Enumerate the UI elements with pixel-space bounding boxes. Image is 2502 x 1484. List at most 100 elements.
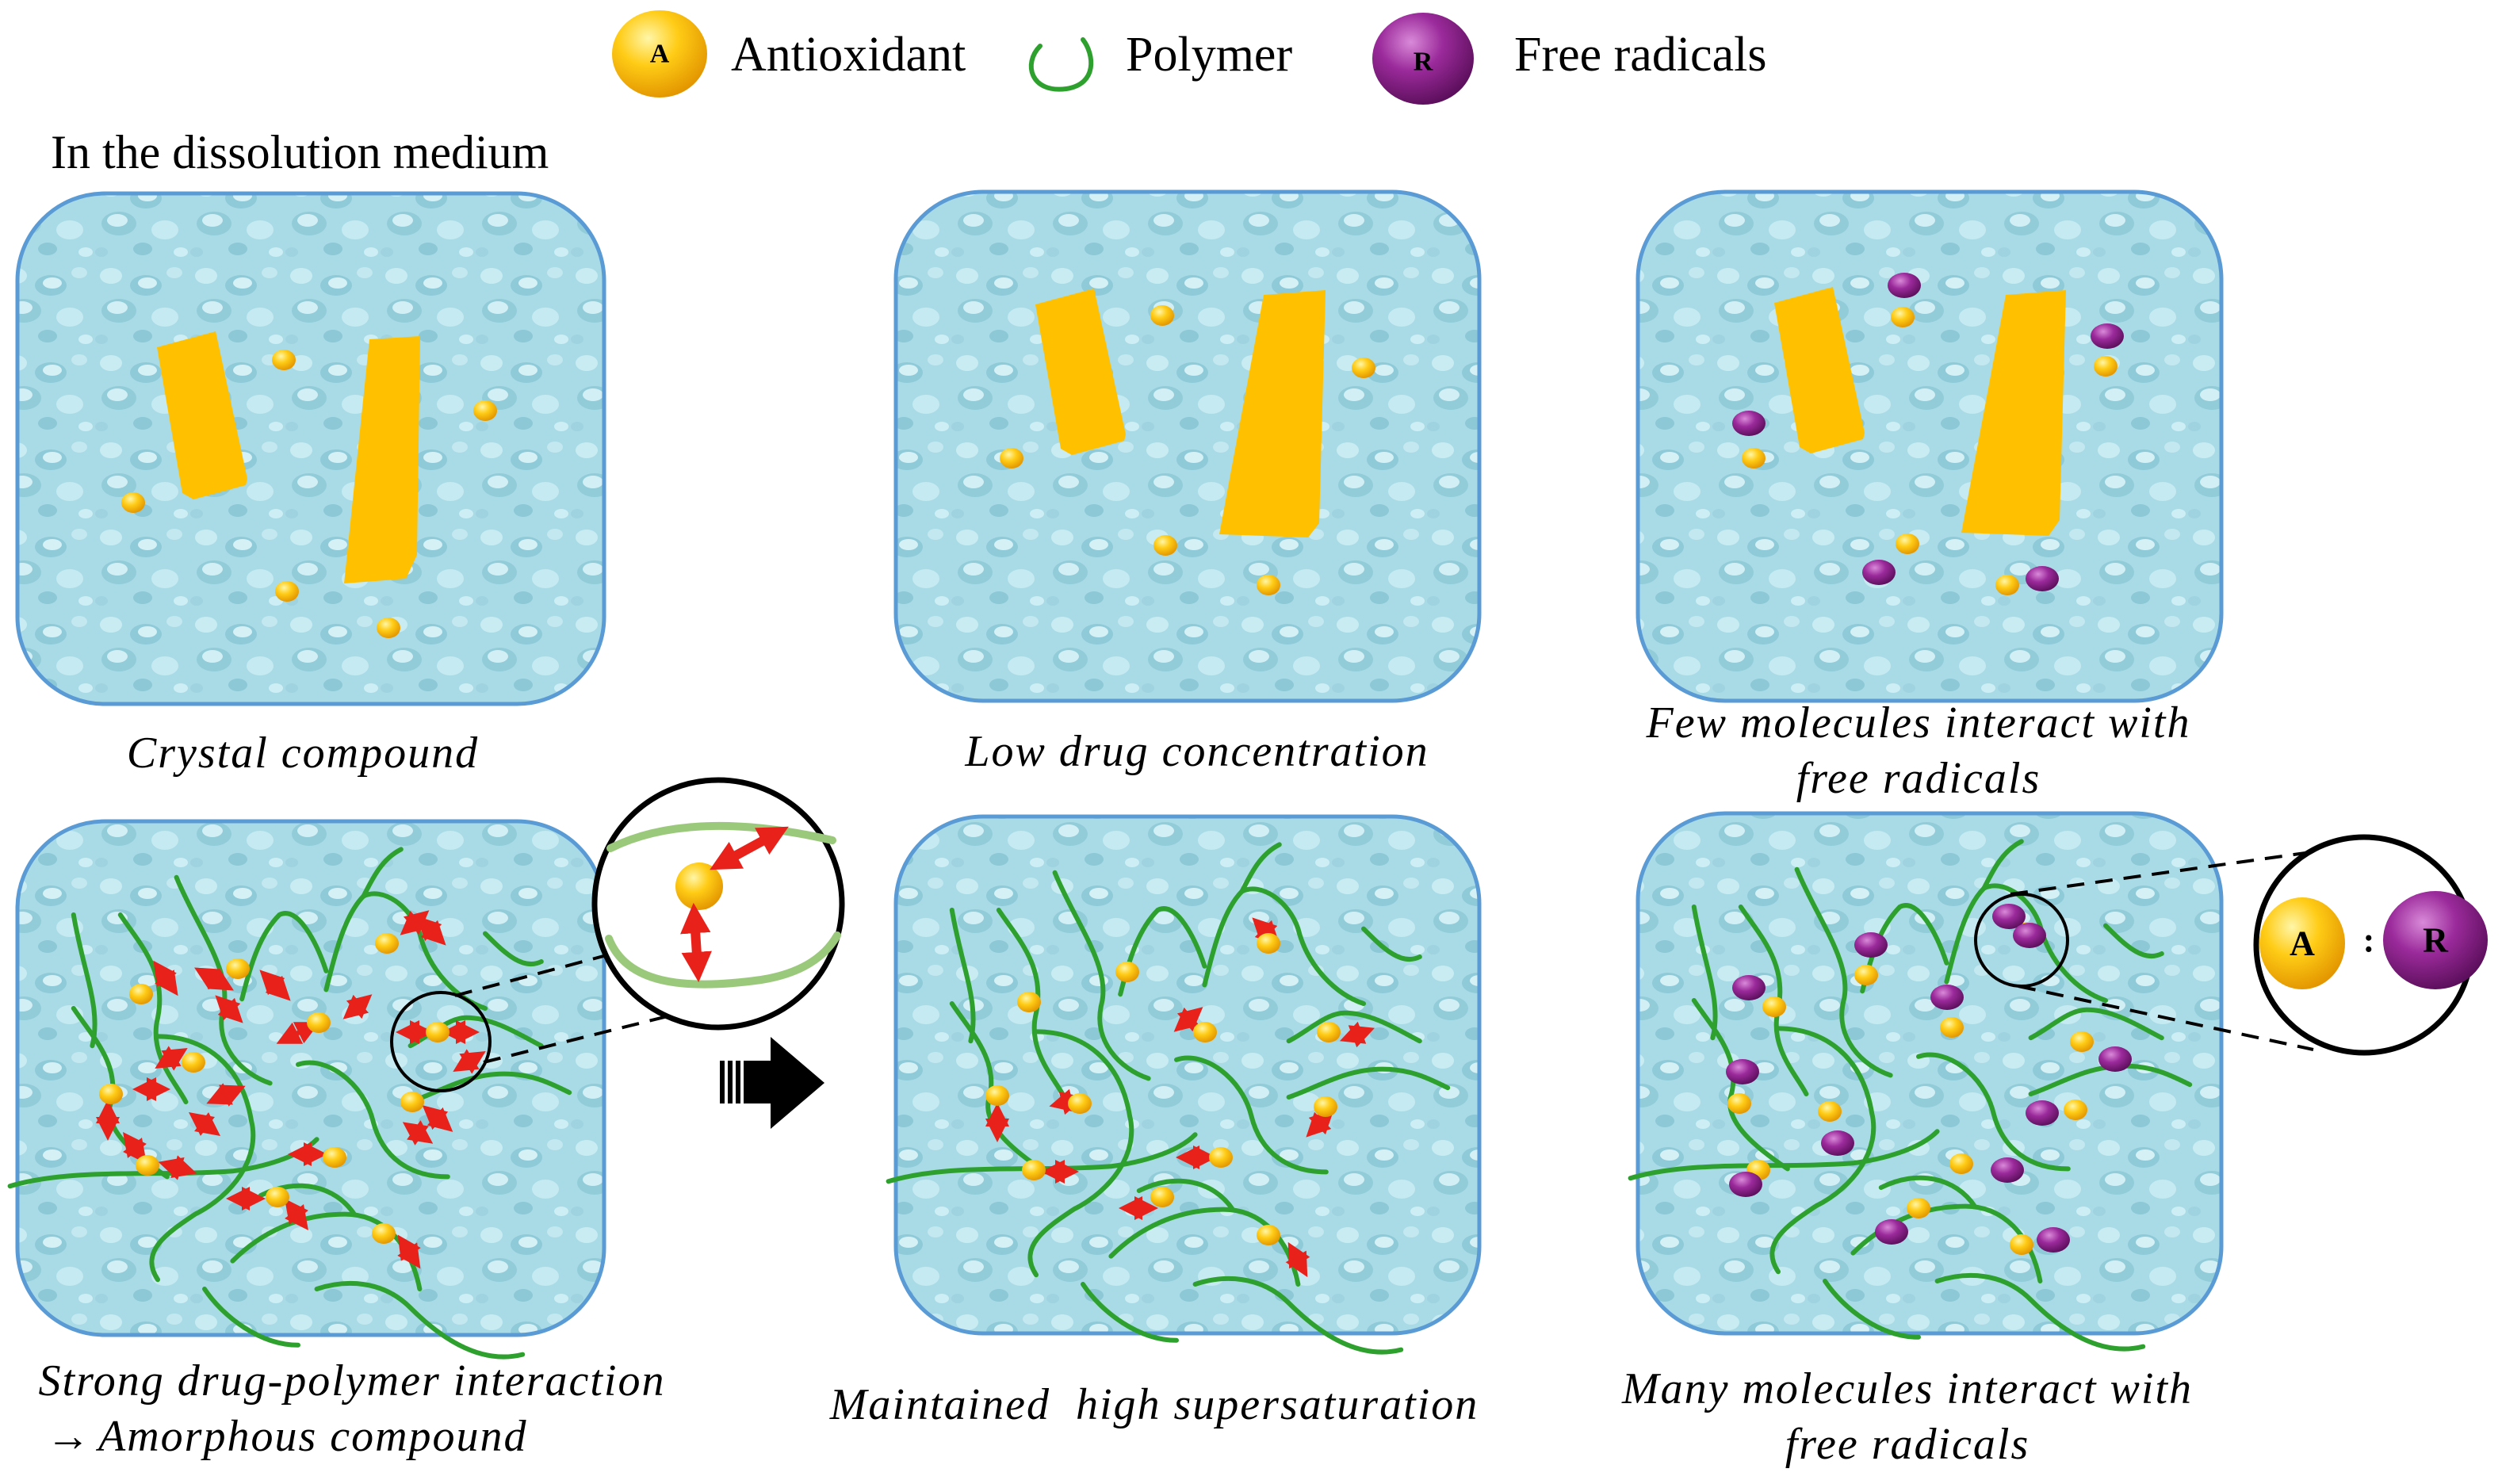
radical-legend-symbol: R bbox=[1414, 48, 1433, 77]
zoom-guide-line bbox=[483, 1010, 687, 1064]
antioxidant-molecule bbox=[136, 1155, 159, 1176]
antioxidant-molecule bbox=[182, 1052, 205, 1073]
interaction-arrow bbox=[1306, 1109, 1334, 1138]
legend-antioxidant: A Antioxidant bbox=[612, 10, 966, 98]
polymer-strand bbox=[1860, 903, 1949, 994]
polymer-legend-icon bbox=[1028, 37, 1094, 92]
page-heading: In the dissolution medium bbox=[51, 126, 549, 178]
interaction-arrow bbox=[158, 1155, 197, 1180]
antioxidant-molecule bbox=[1153, 535, 1177, 556]
antioxidant-molecule bbox=[2064, 1100, 2087, 1120]
interaction-arrows-layer bbox=[96, 910, 1375, 1278]
polymer-strand bbox=[996, 908, 1067, 1100]
interaction-arrow bbox=[194, 967, 234, 991]
antioxidant-molecule bbox=[129, 984, 153, 1004]
legend-free-radicals: R Free radicals bbox=[1372, 13, 1766, 105]
polymer-strand bbox=[1052, 870, 1151, 1081]
antioxidant-molecule bbox=[1150, 305, 1174, 326]
crystal-group-top-right bbox=[1774, 287, 2066, 536]
interaction-arrow bbox=[1339, 1021, 1375, 1048]
crystal-group-top-left bbox=[157, 331, 420, 583]
crystal-large bbox=[1219, 290, 1326, 537]
caption-arrow-symbol: → bbox=[46, 1412, 90, 1461]
antioxidant-molecule bbox=[1352, 358, 1375, 378]
antioxidant-molecule bbox=[1727, 1093, 1751, 1114]
caption-amorphous-compound: Amorphous compound bbox=[95, 1412, 528, 1461]
polymer-strand bbox=[1769, 1026, 1876, 1275]
radical-legend-icon bbox=[1372, 13, 1474, 105]
free-radical-molecule bbox=[1992, 904, 2026, 929]
interaction-arrow bbox=[276, 1022, 320, 1044]
polymer-strand bbox=[1286, 1010, 1422, 1044]
caption-few-molecules-line1: Few molecules interact with bbox=[1646, 698, 2191, 748]
antioxidant-molecule bbox=[1940, 1017, 1964, 1038]
antioxidant-molecule bbox=[1068, 1093, 1092, 1114]
caption-strong-interaction-line1: Strong drug-polymer interaction bbox=[39, 1356, 666, 1406]
caption-crystal-compound: Crystal compound bbox=[127, 729, 479, 778]
antioxidant-molecule bbox=[1995, 575, 2019, 595]
antioxidant-molecule bbox=[1949, 1153, 1973, 1174]
antioxidant-legend-label: Antioxidant bbox=[731, 28, 966, 82]
polymer-strand bbox=[71, 912, 98, 1049]
polymer-strand bbox=[407, 1071, 572, 1104]
interaction-arrow bbox=[453, 1049, 486, 1074]
antioxidant-molecule bbox=[99, 1084, 123, 1104]
antioxidant-molecule bbox=[1115, 962, 1139, 982]
antioxidant-molecule bbox=[272, 350, 296, 370]
interaction-arrow bbox=[422, 1105, 453, 1132]
polymer-strand bbox=[1878, 1175, 1977, 1209]
crystal-large bbox=[344, 336, 420, 583]
antioxidant-molecule bbox=[1818, 1101, 1842, 1122]
free-radical-molecule bbox=[1862, 560, 1896, 585]
polymer-strand bbox=[1192, 1276, 1404, 1355]
free-radical-molecule bbox=[1729, 1172, 1762, 1197]
polymer-strand bbox=[1628, 1129, 1940, 1181]
free-radical-molecule bbox=[1854, 932, 1888, 958]
free-radical-molecule bbox=[2026, 1100, 2059, 1126]
zoom-antioxidant bbox=[2259, 897, 2345, 989]
interaction-arrow bbox=[285, 1199, 308, 1230]
antioxidant-molecule bbox=[2010, 1234, 2033, 1255]
zoom-guide-line bbox=[2010, 851, 2306, 896]
caption-maintained-supersaturation: Maintained high supersaturation bbox=[829, 1380, 1479, 1429]
antioxidant-molecule bbox=[473, 400, 497, 421]
crystal-small bbox=[1774, 287, 1865, 453]
zoom-source-circle bbox=[390, 991, 492, 1092]
polymer-strand bbox=[1981, 839, 2024, 891]
antioxidant-molecule bbox=[275, 581, 299, 602]
particles-layer bbox=[99, 273, 2132, 1255]
antioxidant-molecule bbox=[1314, 1096, 1337, 1117]
zoom-guide-line bbox=[2018, 985, 2314, 1051]
antioxidant-molecule bbox=[226, 958, 250, 979]
polymer-strand bbox=[149, 1034, 256, 1283]
antioxidant-molecule bbox=[323, 1147, 346, 1168]
antioxidant-molecule bbox=[1891, 307, 1915, 327]
interaction-arrow bbox=[215, 995, 243, 1023]
polymer-strand bbox=[1361, 926, 1422, 962]
interaction-arrow bbox=[400, 910, 430, 935]
antioxidant-molecule bbox=[1907, 1198, 1930, 1218]
polymer-strand bbox=[1174, 1055, 1329, 1175]
polymer-strand bbox=[296, 1060, 450, 1180]
polymer-layer bbox=[7, 839, 2193, 1360]
free-radical-molecule bbox=[2037, 1227, 2070, 1253]
interaction-arrow bbox=[155, 1046, 188, 1071]
free-radical-molecule bbox=[2091, 323, 2124, 349]
free-radical-molecule bbox=[1732, 975, 1766, 1000]
polymer-strand bbox=[1691, 905, 1718, 1041]
polymer-strand bbox=[7, 1137, 319, 1189]
panel-many-interactions bbox=[1635, 811, 2224, 1336]
interaction-arrow bbox=[1173, 1007, 1203, 1032]
polymer-strand bbox=[314, 1281, 526, 1360]
interaction-arrow bbox=[342, 994, 373, 1019]
antioxidant-legend-symbol: A bbox=[650, 40, 670, 69]
polymer-strand bbox=[1916, 1052, 2071, 1172]
zoom-callout-drug-polymer bbox=[390, 777, 845, 1092]
polymer-strand bbox=[1286, 1066, 1451, 1100]
antioxidant-molecule bbox=[1257, 933, 1280, 954]
caption-many-molecules-line1: Many molecules interact with bbox=[1621, 1364, 2193, 1413]
caption-few-molecules-line2: free radicals bbox=[1796, 754, 2041, 803]
polymer-strand bbox=[1794, 866, 1893, 1078]
interaction-arrow bbox=[206, 1083, 246, 1107]
